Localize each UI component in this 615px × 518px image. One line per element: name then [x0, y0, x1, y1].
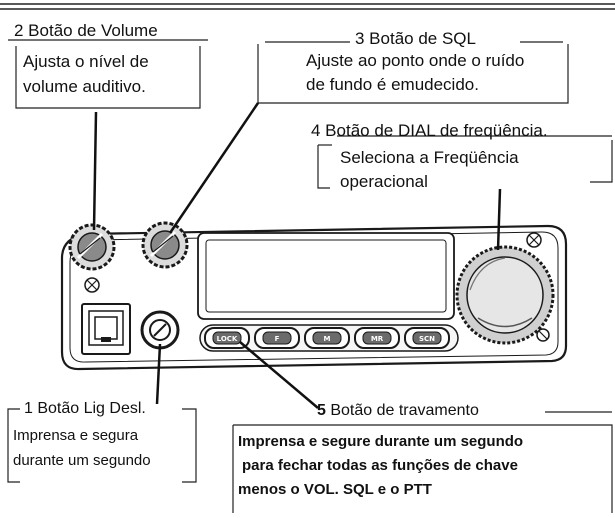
- volume-callout-frame: [8, 39, 208, 109]
- function-key-m[interactable]: M: [304, 327, 350, 349]
- lock-callout-line1: Imprensa e segure durante um segundo: [238, 433, 524, 450]
- dial-callout-line2: operacional: [340, 172, 428, 191]
- frequency-dial-knob[interactable]: [455, 245, 555, 345]
- lock-leader-line: [239, 341, 319, 409]
- volume-callout-line1: Ajusta o nível de: [23, 52, 149, 71]
- sql-callout-line2: de fundo é emudecido.: [306, 75, 479, 94]
- dial-callout-title: 4 Botão de DIAL de freqüência.: [311, 121, 548, 140]
- lcd-display: [197, 232, 455, 320]
- lock-callout-frame: [232, 411, 613, 513]
- power-callout-line2: durante um segundo: [13, 452, 151, 469]
- function-key-f[interactable]: F: [254, 327, 300, 349]
- dial-callout-frame: [317, 135, 613, 189]
- function-key-label: F: [275, 335, 280, 343]
- volume-callout-line2: volume auditivo.: [23, 77, 146, 96]
- volume-knob[interactable]: [68, 223, 116, 271]
- sql-callout-title: 3 Botão de SQL: [355, 29, 476, 48]
- dial-callout-line1: Seleciona a Freqüência: [340, 148, 519, 167]
- lock-callout-number: 5: [317, 402, 326, 419]
- lock-callout-line3: menos o VOL. SQL e o PTT: [238, 481, 432, 498]
- function-keys: LOCK F M MR SCN: [204, 327, 450, 349]
- power-callout-line1: Imprensa e segura: [13, 427, 139, 444]
- function-key-label: MR: [371, 335, 384, 343]
- function-key-label: SCN: [419, 335, 435, 343]
- sql-leader-line: [168, 102, 260, 234]
- power-leader-line: [155, 343, 162, 405]
- power-callout-frame: [7, 408, 197, 483]
- volume-leader-line: [92, 111, 98, 231]
- sql-callout-frame: [257, 41, 569, 104]
- dial-leader-line: [496, 188, 502, 251]
- lock-callout-title-text: Botão de travamento: [330, 402, 479, 419]
- volume-callout-title: 2 Botão de Volume: [14, 21, 158, 40]
- sql-callout-line1: Ajuste ao ponto onde o ruído: [306, 51, 525, 70]
- function-key-label: M: [324, 335, 331, 343]
- function-key-scn[interactable]: SCN: [404, 327, 450, 349]
- power-callout-title: 1 Botão Lig Desl.: [24, 400, 146, 417]
- function-key-lock[interactable]: LOCK: [204, 327, 250, 349]
- power-button[interactable]: [140, 310, 180, 350]
- function-key-mr[interactable]: MR: [354, 327, 400, 349]
- sql-knob[interactable]: [141, 221, 189, 269]
- lock-callout-title: 5 Botão de travamento: [317, 403, 479, 419]
- function-key-label: LOCK: [217, 335, 238, 343]
- microphone-jack: [81, 303, 131, 355]
- lock-callout-line2: para fechar todas as funções de chave: [242, 457, 518, 474]
